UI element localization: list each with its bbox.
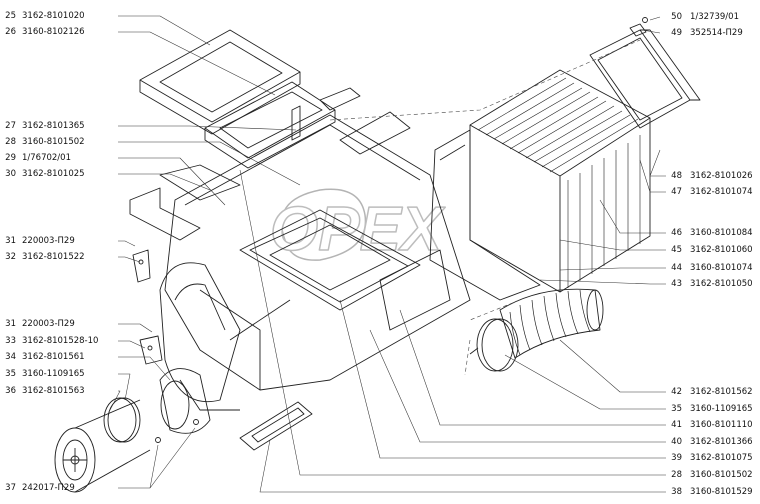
part-48-seal [589, 29, 701, 129]
part-38-pad [239, 401, 313, 451]
part-34-duct [159, 368, 211, 434]
part-27-flap-bracket [291, 87, 411, 155]
heater-housing [164, 114, 471, 391]
part-26-inner-frame [204, 81, 336, 169]
part-25-top-frame [139, 29, 301, 135]
assembly-guide-lines [329, 39, 641, 376]
part-35-clamp [103, 397, 141, 443]
watermark-logo: OPEX [269, 188, 447, 265]
part-33-bracket [139, 335, 163, 365]
part-44-side-duct [429, 129, 541, 301]
part-37-screw [155, 419, 199, 443]
watermark-text: OPEX [270, 195, 446, 264]
leader-lines-left [109, 15, 301, 489]
blower-housing [159, 262, 241, 411]
part-35-clamp-right [469, 318, 519, 372]
part-42-corrugated-hose [499, 288, 604, 359]
part-36-nozzle [54, 399, 151, 493]
part-30-mount-bracket [129, 164, 241, 241]
part-49-clip [629, 17, 648, 37]
part-32-bracket [132, 249, 151, 283]
leader-lines-right [239, 16, 666, 493]
